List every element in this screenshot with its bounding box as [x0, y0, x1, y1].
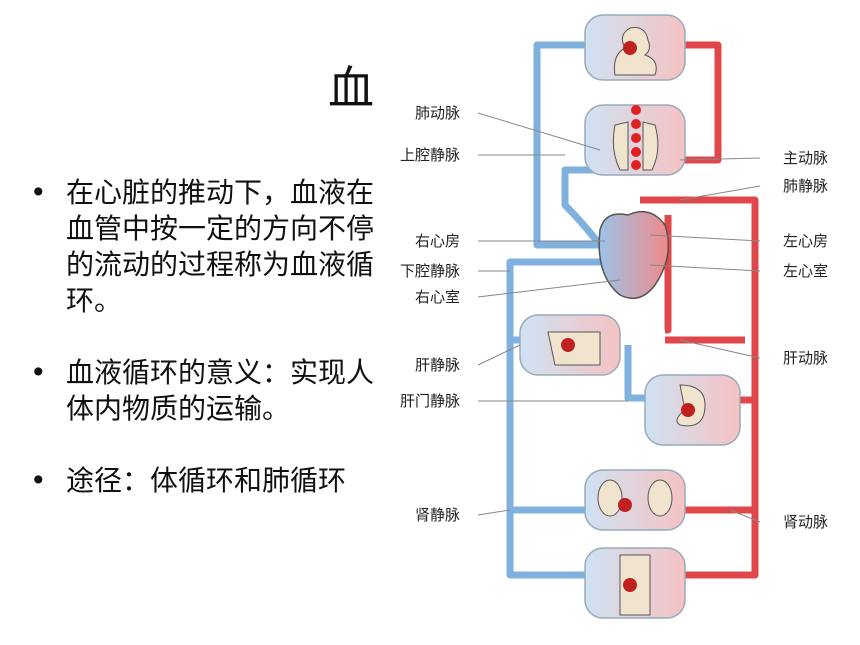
label-superior-vena-cava: 上腔静脉: [400, 146, 460, 164]
label-inferior-vena-cava: 下腔静脉: [400, 262, 460, 280]
circulation-diagram: 肺动脉 上腔静脉 右心房 下腔静脉 右心室 肝静脉 肝门静脉 肾静脉 主动脉 肺…: [400, 14, 828, 619]
label-pulmonary-vein: 肺静脉: [783, 177, 828, 195]
organ-lower-body: [584, 547, 686, 619]
bullet-item: • 在心脏的推动下，血液在血管中按一定的方向不停的流动的过程称为血液循环。: [30, 175, 390, 319]
bullet-item: • 途径：体循环和肺循环: [30, 463, 390, 499]
label-renal-artery: 肾动脉: [783, 513, 828, 531]
slide-title: 血: [328, 61, 374, 115]
label-left-ventricle: 左心室: [783, 262, 828, 280]
label-renal-vein: 肾静脉: [415, 506, 460, 524]
organ-kidneys: [584, 469, 686, 531]
bullet-dot-icon: •: [30, 464, 47, 497]
bullet-dot-icon: •: [30, 356, 47, 389]
bullet-dot-icon: •: [30, 176, 47, 209]
label-left-atrium: 左心房: [783, 232, 828, 250]
organ-stomach: [644, 374, 741, 446]
label-aorta: 主动脉: [783, 149, 828, 167]
organ-lungs: [584, 104, 686, 176]
label-hepatic-portal-vein: 肝门静脉: [400, 392, 460, 410]
heart: [598, 210, 670, 300]
bullet-text: 途径：体循环和肺循环: [66, 464, 347, 497]
bullet-text: 血液循环的意义：实现人体内物质的运输。: [66, 356, 375, 425]
label-right-atrium: 右心房: [415, 232, 460, 250]
bullet-text: 在心脏的推动下，血液在血管中按一定的方向不停的流动的过程称为血液循环。: [66, 176, 375, 317]
label-pulmonary-artery: 肺动脉: [415, 104, 460, 122]
label-right-ventricle: 右心室: [415, 288, 460, 306]
organ-head: [584, 14, 686, 81]
label-hepatic-vein: 肝静脉: [415, 356, 460, 374]
bullet-list: • 在心脏的推动下，血液在血管中按一定的方向不停的流动的过程称为血液循环。 • …: [30, 175, 390, 535]
leader-lines: [477, 112, 761, 523]
label-hepatic-artery: 肝动脉: [783, 349, 828, 367]
bullet-item: • 血液循环的意义：实现人体内物质的运输。: [30, 355, 390, 427]
organ-liver: [519, 314, 621, 376]
